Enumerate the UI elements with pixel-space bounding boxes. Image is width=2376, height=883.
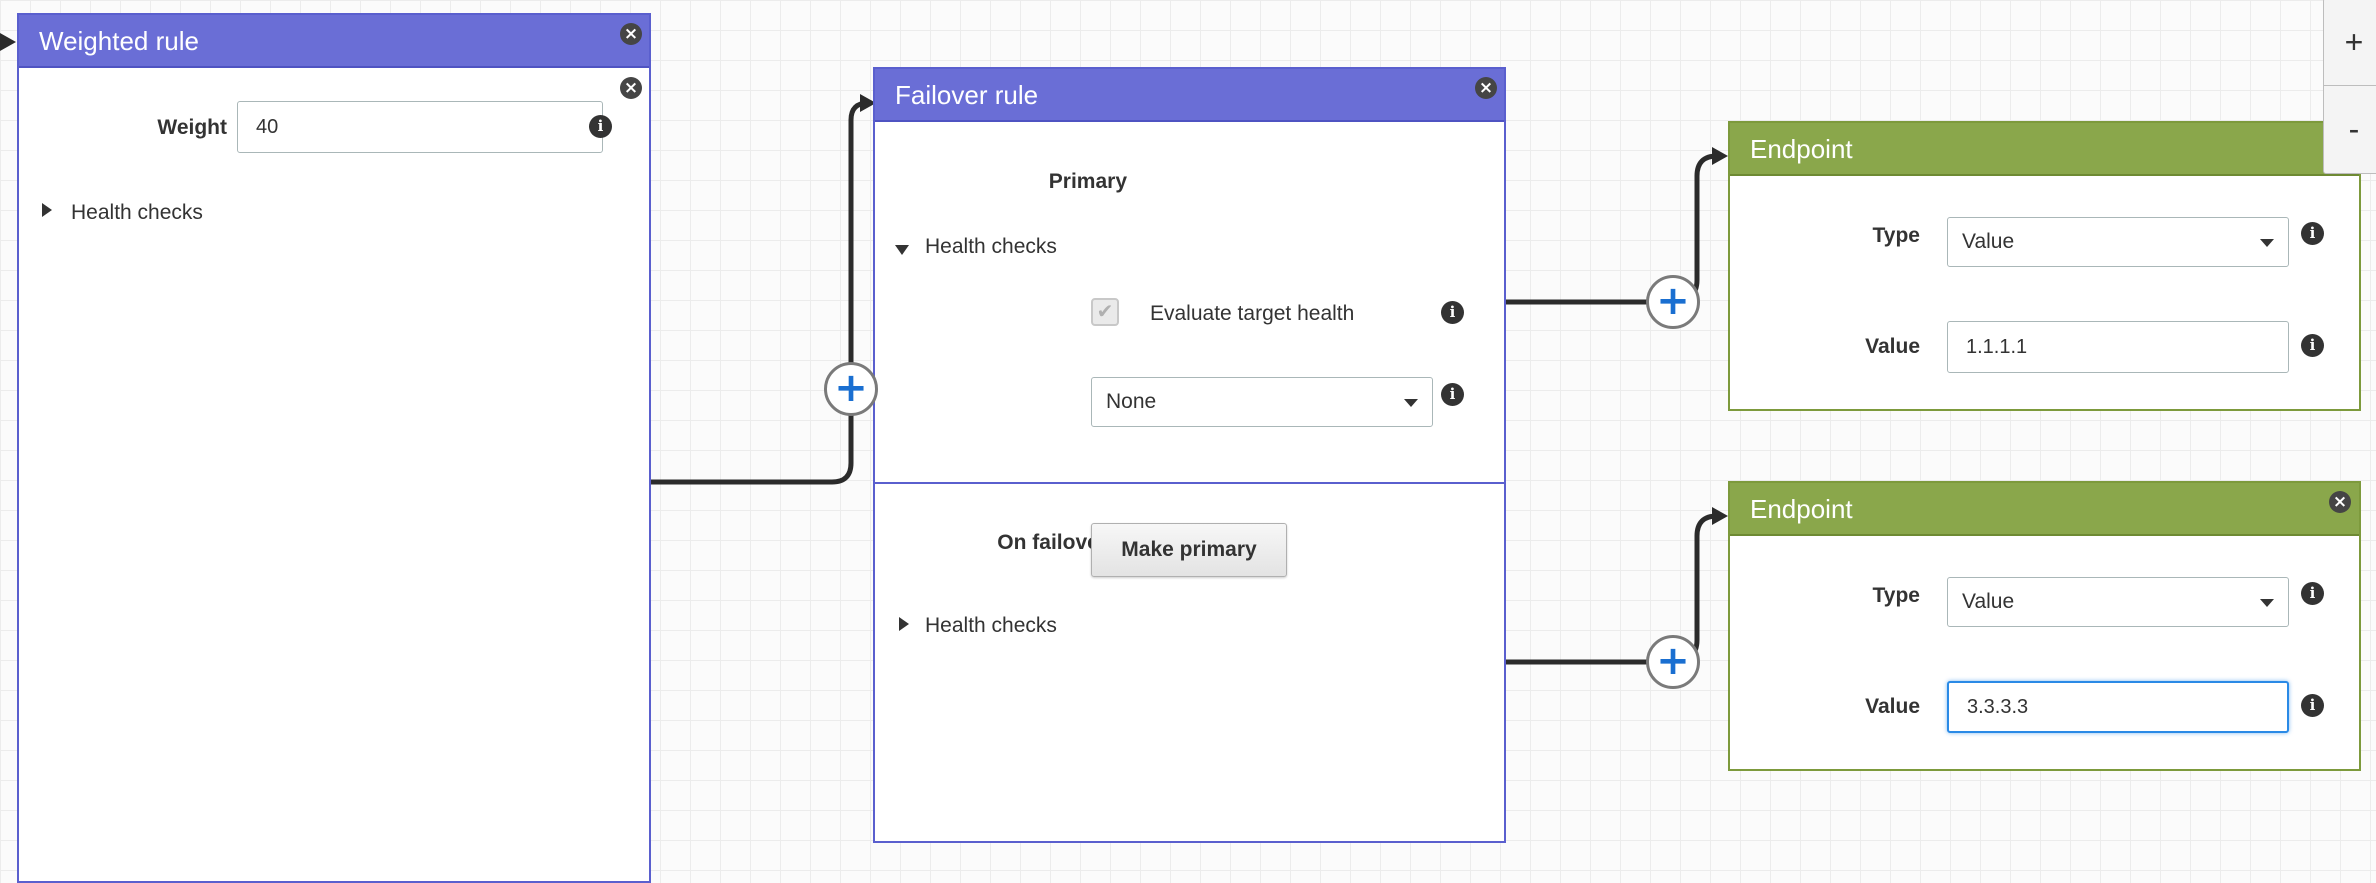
close-icon[interactable]: × [1475,77,1497,99]
type-select-value: Value [1962,590,2015,613]
zoom-controls: + - [2323,0,2376,174]
info-icon[interactable]: i [2301,694,2324,717]
weighted-rule-node[interactable]: Weighted rule × × Weight 40 i Health che… [17,13,651,883]
primary-label: Primary [1048,170,1127,193]
failover-health-checks-toggle[interactable]: Health checks [925,614,1057,637]
weighted-rule-title: Weighted rule [39,26,199,56]
endpoint-node[interactable]: Endpoint Type Value i Value 1.1.1.1 i [1728,121,2361,411]
value-label: Value [1865,335,1920,358]
close-icon[interactable]: × [2329,491,2351,513]
add-icon[interactable]: + [824,362,878,416]
make-primary-button[interactable]: Make primary [1091,523,1287,577]
type-label: Type [1872,584,1920,607]
weight-input[interactable]: 40 [237,101,603,153]
failover-rule-title: Failover rule [895,80,1039,110]
health-check-select-value: None [1106,390,1157,413]
chevron-down-icon [2260,599,2274,607]
weight-label: Weight [157,116,227,139]
chevron-down-icon [1404,399,1418,407]
chevron-down-icon [2260,239,2274,247]
endpoint-node[interactable]: Endpoint × Type Value i Value 3.3.3.3 i [1728,481,2361,771]
value-input[interactable]: 3.3.3.3 [1947,681,2289,733]
add-icon[interactable]: + [1646,635,1700,689]
info-icon[interactable]: i [2301,334,2324,357]
close-icon[interactable]: × [620,77,642,99]
caret-right-icon[interactable] [42,203,52,217]
type-select-value: Value [1962,230,2015,253]
failover-rule-header[interactable]: Failover rule [875,69,1504,122]
type-label: Type [1872,224,1920,247]
failover-rule-node[interactable]: Failover rule × Primary Health checks ✔ … [873,67,1506,843]
endpoint-title: Endpoint [1750,494,1853,524]
info-icon[interactable]: i [1441,383,1464,406]
endpoint-title: Endpoint [1750,134,1853,164]
caret-right-icon[interactable] [899,617,909,631]
primary-health-checks-toggle[interactable]: Health checks [925,235,1057,258]
value-input[interactable]: 1.1.1.1 [1947,321,2289,373]
type-select[interactable]: Value [1947,577,2289,627]
close-icon[interactable]: × [620,23,642,45]
endpoint-header[interactable]: Endpoint [1730,483,2359,536]
section-divider [875,482,1504,484]
zoom-out-button[interactable]: - [2348,111,2360,147]
info-icon[interactable]: i [589,115,612,138]
add-icon[interactable]: + [1646,275,1700,329]
info-icon[interactable]: i [2301,582,2324,605]
info-icon[interactable]: i [1441,301,1464,324]
evaluate-target-health-label: Evaluate target health [1150,302,1355,325]
zoom-divider [2324,85,2376,86]
value-label: Value [1865,695,1920,718]
evaluate-target-health-checkbox[interactable]: ✔ [1091,298,1119,326]
info-icon[interactable]: i [2301,222,2324,245]
health-checks-toggle[interactable]: Health checks [71,201,203,224]
caret-down-icon[interactable] [895,245,909,255]
health-check-select[interactable]: None [1091,377,1433,427]
zoom-in-button[interactable]: + [2344,24,2364,60]
on-failover-label: On failover [997,531,1107,554]
type-select[interactable]: Value [1947,217,2289,267]
weighted-rule-header[interactable]: Weighted rule [19,15,649,68]
endpoint-header[interactable]: Endpoint [1730,123,2359,176]
